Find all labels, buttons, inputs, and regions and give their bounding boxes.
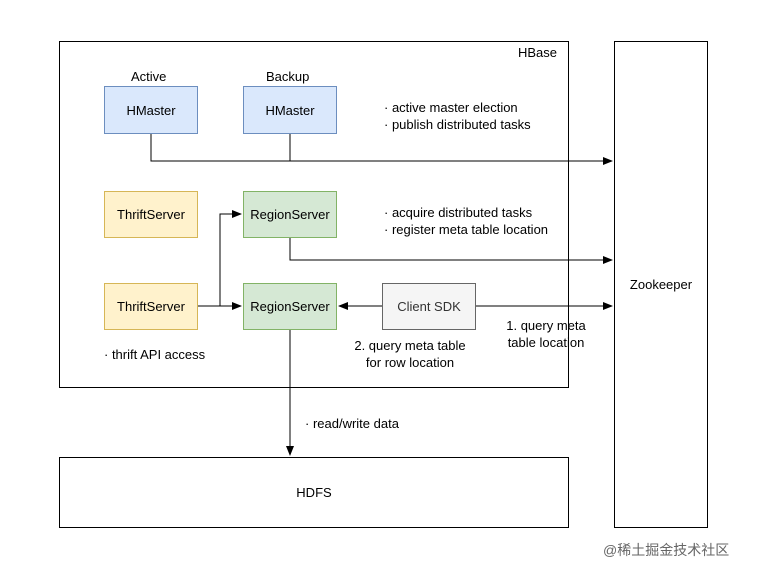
region-server-bottom-label: RegionServer	[250, 299, 330, 314]
active-label: Active	[131, 69, 167, 84]
thrift-server-top: ThriftServer	[104, 191, 198, 238]
note-read-write: · read/write data	[305, 416, 399, 431]
thrift-server-top-label: ThriftServer	[117, 207, 185, 222]
thrift-to-region-top-line	[219, 210, 242, 306]
region-to-zookeeper-line	[289, 238, 613, 264]
hmaster-to-zookeeper-line	[150, 134, 613, 165]
watermark: @稀土掘金技术社区	[603, 542, 730, 558]
note-acquire-tasks: · acquire distributed tasks	[384, 205, 533, 220]
note-thrift-api: · thrift API access	[104, 347, 206, 362]
thrift-server-bottom-label: ThriftServer	[117, 299, 185, 314]
note-query-meta-rs: 2. query meta table for row location	[340, 337, 480, 371]
note-master-election: · active master election	[384, 100, 518, 115]
hmaster-backup-box: HMaster	[243, 86, 337, 134]
zookeeper-label: Zookeeper	[629, 277, 693, 292]
note-register-meta: · register meta table location	[384, 222, 549, 237]
client-sdk-label: Client SDK	[397, 299, 461, 314]
hmaster-active-label: HMaster	[126, 102, 176, 118]
region-server-top-label: RegionServer	[250, 207, 330, 222]
zookeeper-container: Zookeeper	[614, 41, 708, 528]
note-query-meta-rs-line1: 2. query meta table	[354, 338, 466, 353]
region-server-bottom: RegionServer	[243, 283, 337, 330]
note-query-meta-zk-line1: 1. query meta	[506, 318, 586, 333]
note-publish-tasks: · publish distributed tasks	[384, 117, 531, 132]
hdfs-container: HDFS	[59, 457, 569, 528]
note-query-meta-zk: 1. query meta table location	[490, 317, 602, 351]
hdfs-label: HDFS	[296, 485, 332, 500]
note-query-meta-zk-line2: table location	[507, 335, 585, 350]
region-server-top: RegionServer	[243, 191, 337, 238]
hmaster-backup-label: HMaster	[265, 102, 315, 118]
hbase-label: HBase	[518, 45, 558, 60]
note-query-meta-rs-line2: for row location	[365, 355, 455, 370]
hmaster-active-box: HMaster	[104, 86, 198, 134]
client-sdk-box: Client SDK	[382, 283, 476, 330]
backup-label: Backup	[266, 69, 310, 84]
thrift-server-bottom: ThriftServer	[104, 283, 198, 330]
